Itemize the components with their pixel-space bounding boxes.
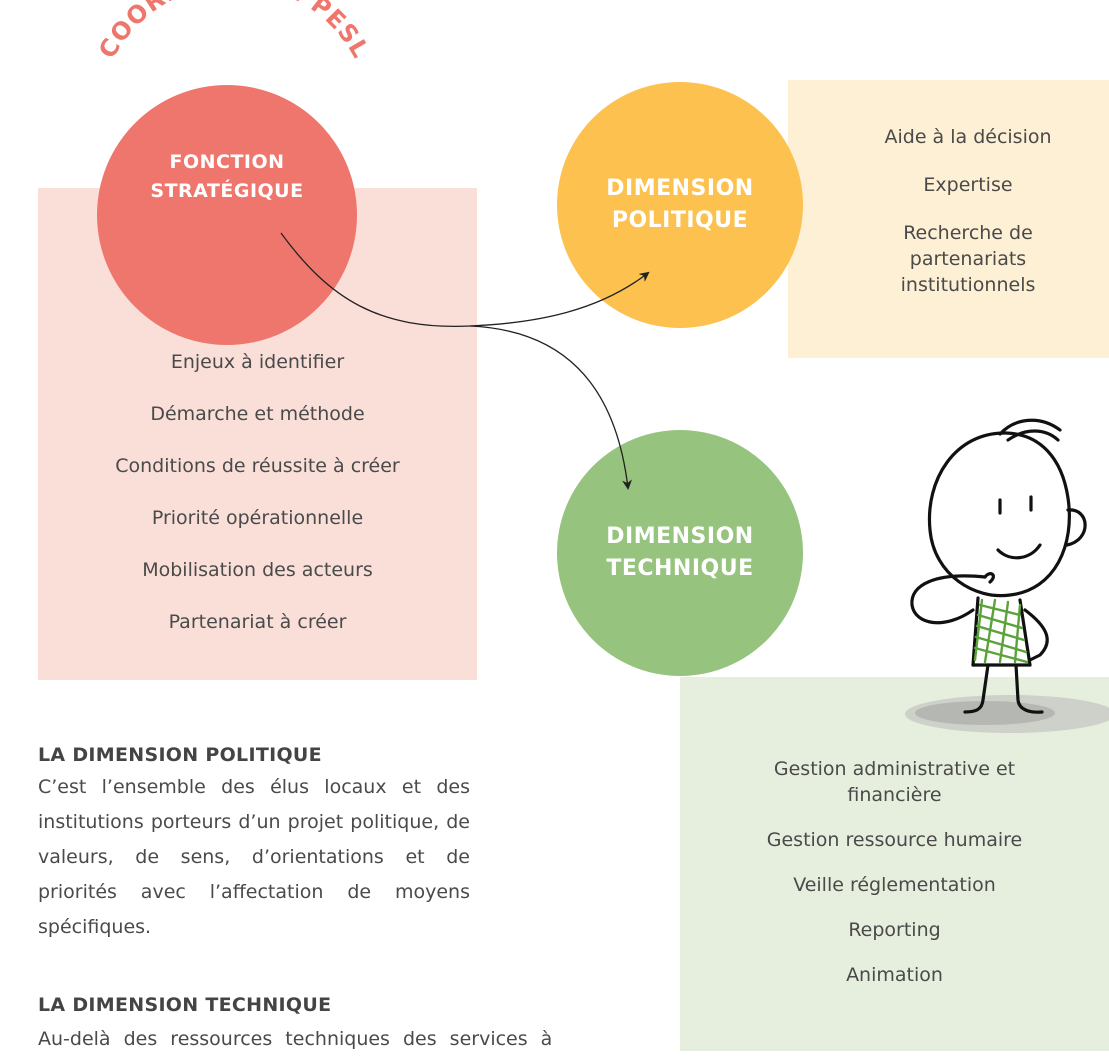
list-item: Gestion administrative et financière <box>773 758 1016 806</box>
list-item: Conditions de réussite à créer <box>115 455 400 477</box>
arrow-to-politique <box>280 232 650 328</box>
list-item: Animation <box>846 964 943 986</box>
arrow-to-technique <box>469 325 633 490</box>
list-item: Démarche et méthode <box>150 403 365 425</box>
paragraph-technique-partial: Au-delà des ressources techniques des se… <box>38 1028 553 1050</box>
list-item: Partenariat à créer <box>168 611 347 633</box>
technique-circle: DIMENSION TECHNIQUE <box>557 430 803 676</box>
paragraph-politique: C’est l’ensemble des élus locaux et des … <box>38 776 470 938</box>
politique-circle: DIMENSION POLITIQUE <box>557 82 803 328</box>
list-item: Priorité opérationnelle <box>151 507 364 529</box>
heading-technique: LA DIMENSION TECHNIQUE <box>38 994 332 1016</box>
strategic-circle: FONCTION STRATÉGIQUE <box>97 85 357 345</box>
list-item: Expertise <box>923 174 1013 196</box>
list-item: Mobilisation des acteurs <box>142 559 373 581</box>
list-item: Gestion ressource humaire <box>766 829 1023 851</box>
strategic-list: Enjeux à identifier Démarche et méthode … <box>38 349 477 661</box>
list-item: Veille réglementation <box>793 874 996 896</box>
politique-title: DIMENSION POLITIQUE <box>606 176 754 233</box>
list-item: Enjeux à identifier <box>170 351 345 373</box>
politique-list: Aide à la décision Expertise Recherche d… <box>830 124 1106 298</box>
heading-politique: LA DIMENSION POLITIQUE <box>38 744 322 766</box>
list-item: Reporting <box>848 919 941 941</box>
technique-title: DIMENSION TECHNIQUE <box>606 524 754 581</box>
politique-panel <box>788 80 1109 358</box>
technique-panel <box>680 677 1109 1051</box>
strategic-title: FONCTION STRATÉGIQUE <box>150 151 304 202</box>
list-item: Recherche de partenariats institutionnel… <box>900 222 1036 296</box>
list-item: Aide à la décision <box>884 126 1052 148</box>
technique-list: Gestion administrative et financière Ges… <box>680 756 1109 988</box>
